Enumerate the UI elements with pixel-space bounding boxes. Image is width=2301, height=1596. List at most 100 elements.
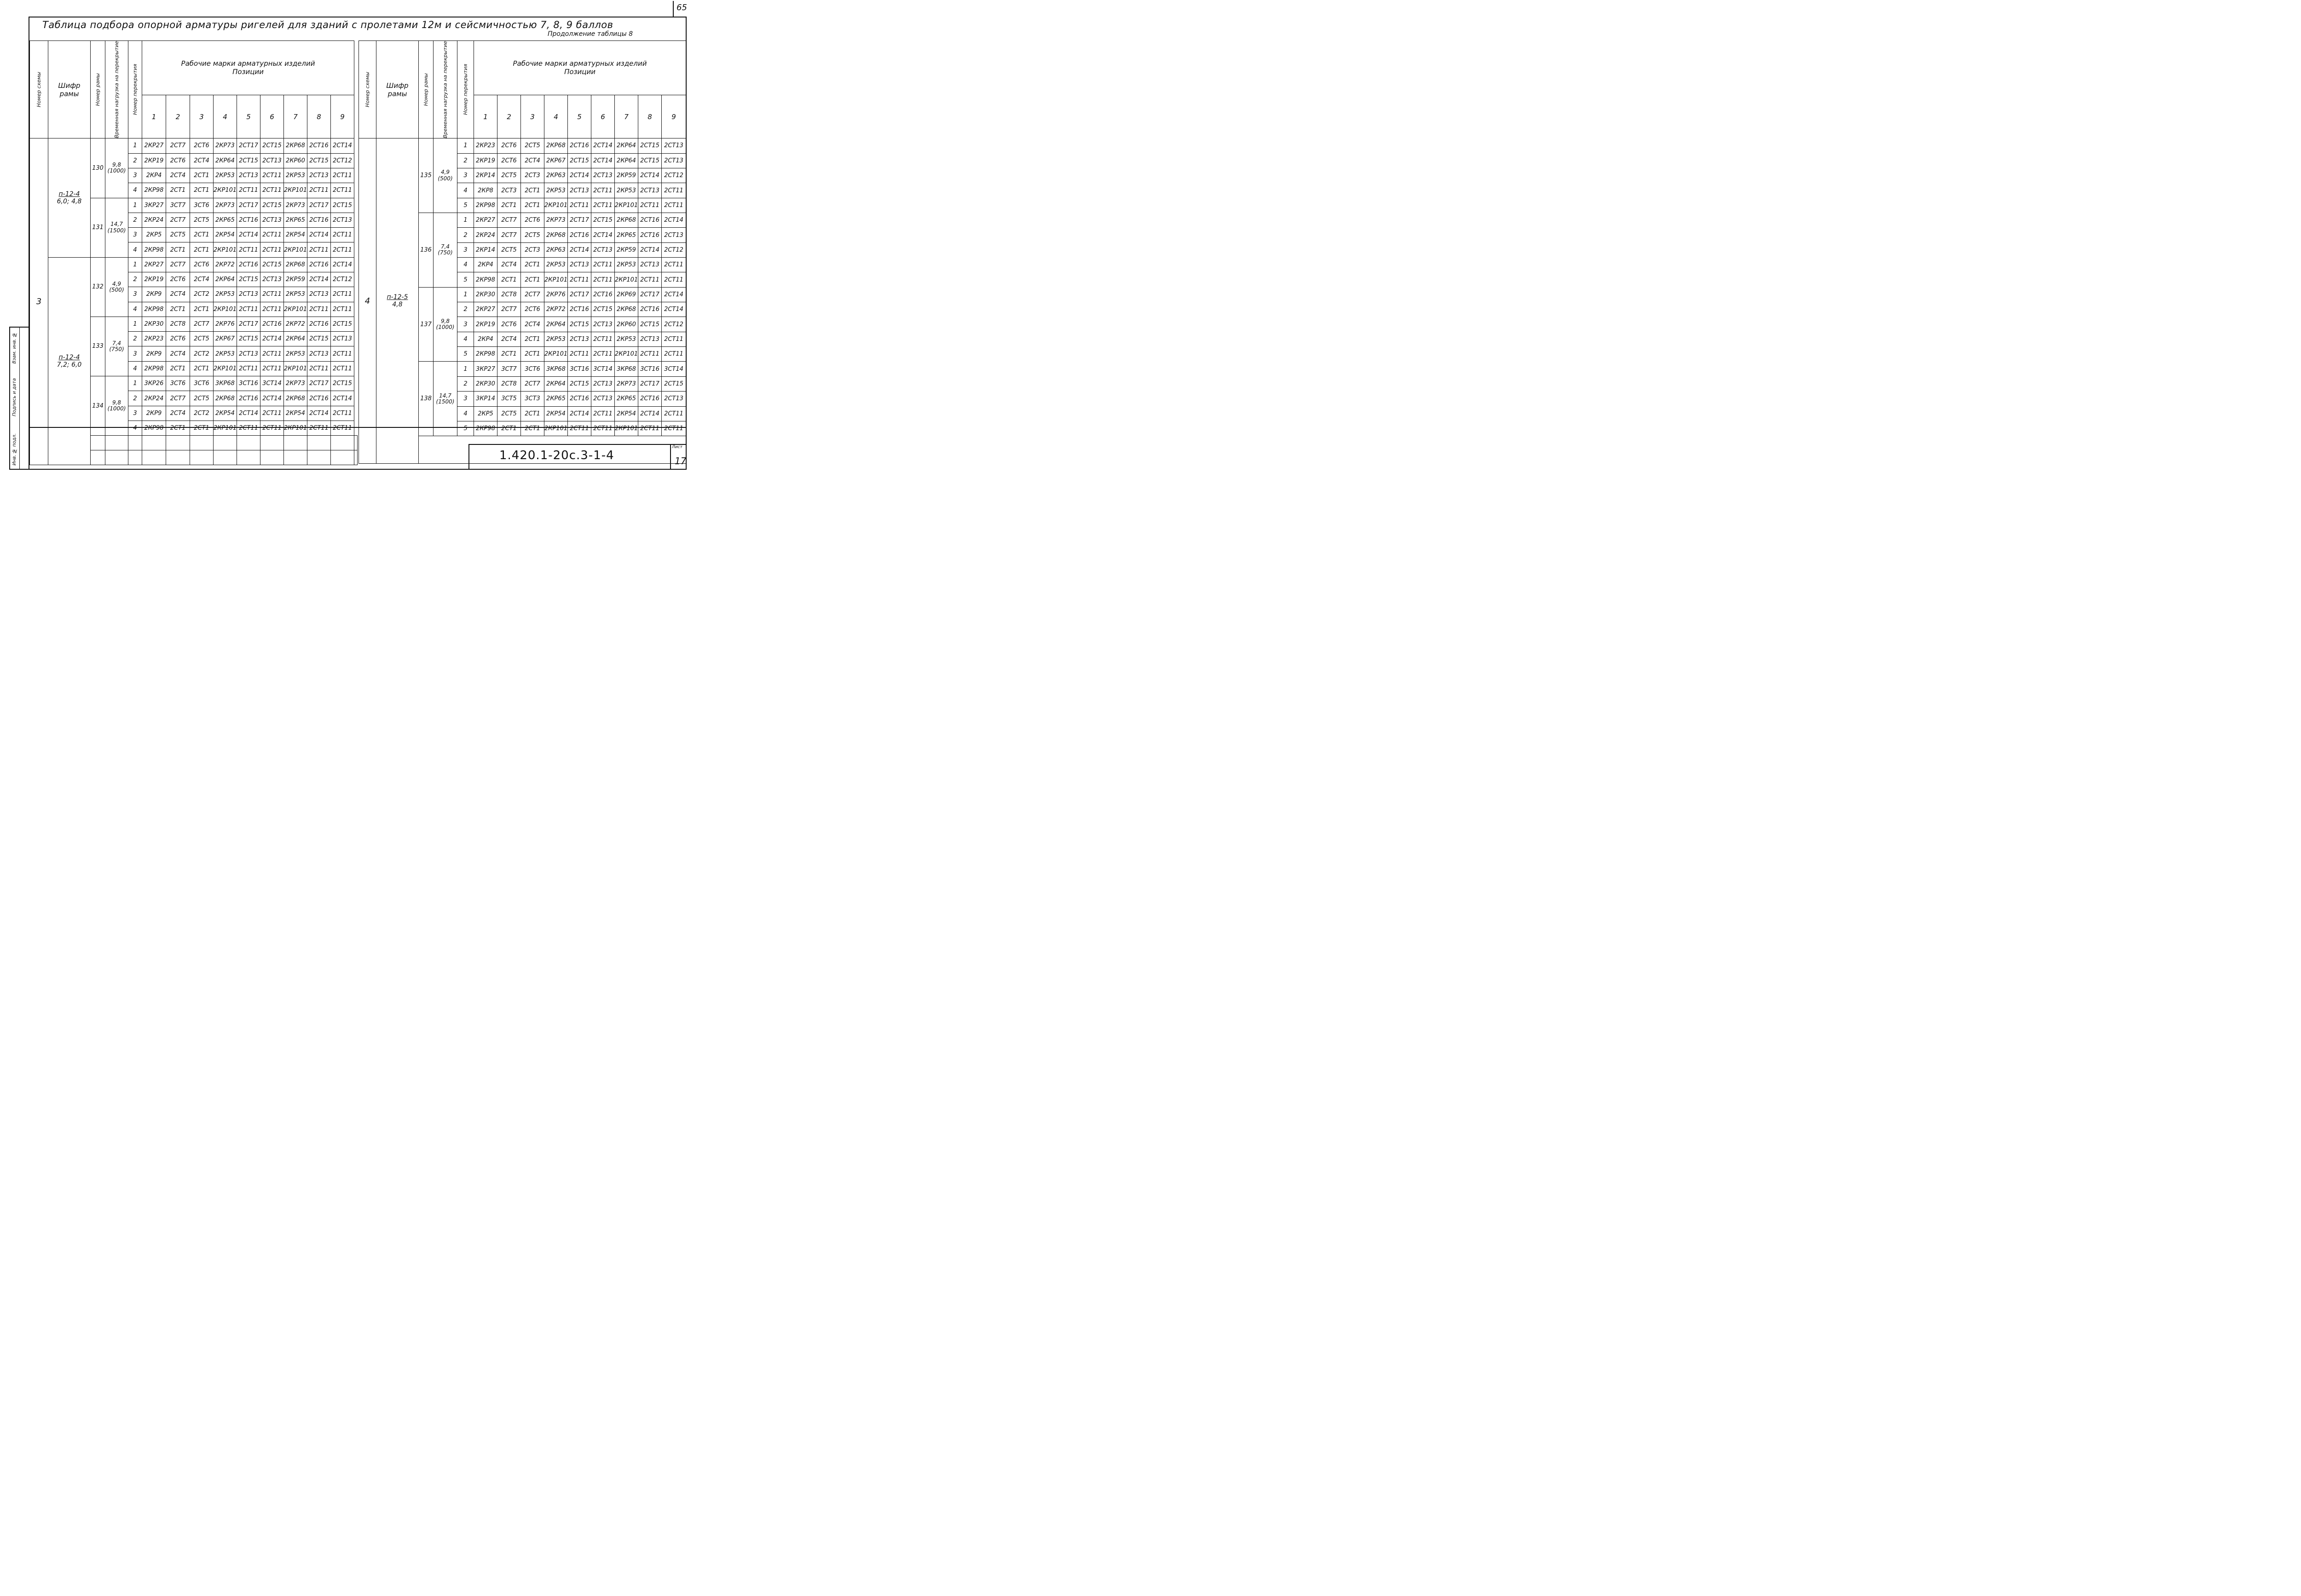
mark-cell: 2СТ11 [330, 301, 355, 317]
mark-cell: 2СТ1 [520, 272, 544, 288]
mark-cell: 2КР53 [614, 183, 638, 198]
header-temp-load-label: Временная нагрузка на перекрытие [113, 41, 120, 138]
mark-cell: 2СТ11 [591, 257, 615, 273]
mark-cell: 2СТ1 [190, 301, 214, 317]
mark-cell: 2СТ11 [591, 272, 615, 288]
header-schema-no-label: Номер схемы [364, 72, 370, 108]
mark-cell: 3КР68 [544, 361, 568, 377]
floor-number: 1 [128, 138, 142, 154]
empty-cell [260, 450, 284, 466]
empty-cell [330, 450, 355, 466]
mark-cell: 2СТ11 [638, 346, 662, 362]
mark-cell: 2КР101 [544, 272, 568, 288]
mark-cell: 2СТ17 [307, 197, 331, 213]
mark-cell: 2СТ13 [330, 331, 355, 347]
empty-row [30, 435, 358, 451]
floor-number: 1 [457, 361, 474, 377]
mark-cell: 3СТ6 [190, 376, 214, 392]
mark-cell: 2КР101 [213, 183, 237, 198]
table-subtitle: Продолжение таблицы 8 [548, 30, 633, 38]
mark-cell: 2СТ13 [661, 153, 687, 169]
mark-cell: 2СТ1 [520, 406, 544, 421]
header-schema-no: Номер схемы [29, 40, 48, 139]
temp-load-kgf: (750) [109, 346, 124, 352]
mark-cell: 2КР101 [283, 301, 307, 317]
mark-cell: 2КР65 [614, 391, 638, 407]
mark-cell: 2СТ17 [567, 213, 591, 228]
mark-cell: 2СТ8 [497, 287, 521, 303]
mark-cell: 2КР5 [142, 227, 166, 243]
mark-cell: 2КР76 [544, 287, 568, 303]
mark-cell: 2СТ13 [591, 167, 615, 184]
mark-cell: 2СТ11 [567, 421, 591, 437]
mark-cell: 2СТ11 [661, 272, 687, 288]
mark-cell: 2СТ16 [307, 257, 331, 272]
mark-cell: 2СТ2 [190, 405, 214, 421]
mark-cell: 2КР98 [142, 183, 166, 198]
mark-cell: 2СТ11 [661, 346, 687, 362]
frame-number: 130 [90, 138, 105, 198]
header-position-8: 8 [638, 94, 662, 139]
mark-cell: 2КР73 [213, 138, 237, 154]
floor-number: 3 [128, 287, 142, 302]
mark-cell: 2СТ13 [307, 287, 331, 302]
mark-cell: 2СТ1 [190, 183, 214, 198]
mark-cell: 2СТ11 [661, 197, 687, 213]
temp-load: 7,4(750) [105, 316, 128, 377]
page-number: 65 [673, 1, 690, 17]
mark-cell: 3КР27 [474, 361, 497, 377]
mark-cell: 2КР23 [474, 138, 497, 154]
mark-cell: 2СТ15 [307, 331, 331, 347]
floor-number: 4 [457, 331, 474, 347]
mark-cell: 3СТ16 [237, 376, 260, 392]
mark-cell: 2СТ11 [237, 301, 260, 317]
empty-cell [283, 435, 307, 451]
mark-cell: 2СТ11 [260, 361, 284, 377]
empty-cell [90, 450, 105, 466]
mark-cell: 2СТ1 [190, 227, 214, 243]
mark-cell: 2СТ16 [638, 227, 662, 243]
mark-cell: 2КР73 [544, 213, 568, 228]
mark-cell: 2СТ16 [638, 391, 662, 407]
mark-cell: 2СТ11 [591, 421, 615, 437]
mark-cell: 2СТ15 [567, 376, 591, 392]
mark-cell: 2СТ16 [638, 213, 662, 228]
mark-cell: 2КР19 [142, 271, 166, 288]
mark-cell: 2СТ6 [166, 153, 190, 168]
mark-cell: 2СТ6 [166, 331, 190, 347]
temp-load-kpa: 4,9 [440, 169, 450, 176]
mark-cell: 2КР64 [283, 331, 307, 347]
mark-cell: 2СТ14 [591, 138, 615, 154]
mark-cell: 2СТ15 [638, 138, 662, 154]
floor-number: 1 [128, 316, 142, 332]
mark-cell: 2СТ1 [520, 183, 544, 198]
mark-cell: 2КР4 [474, 331, 497, 347]
frame-number: 135 [418, 138, 434, 213]
empty-cell [213, 450, 237, 466]
sheet-label: Лист [672, 445, 682, 449]
mark-cell: 2СТ17 [237, 138, 260, 154]
floor-number: 4 [128, 420, 142, 436]
mark-cell: 2СТ13 [307, 346, 331, 362]
header-frame-no-label: Номер рамы [422, 73, 429, 106]
floor-number: 5 [457, 421, 474, 437]
mark-cell: 2СТ11 [260, 287, 284, 302]
frame-number: 133 [90, 316, 105, 377]
floor-number: 4 [128, 361, 142, 377]
temp-load: 4,9(500) [433, 138, 457, 213]
mark-cell: 2СТ11 [330, 167, 355, 184]
header-floor-no: Номер перекрытия [128, 40, 142, 139]
mark-cell: 2СТ5 [166, 227, 190, 243]
mark-cell: 2КР54 [283, 227, 307, 243]
mark-cell: 2КР9 [142, 405, 166, 421]
temp-load-kgf: (1000) [107, 167, 126, 174]
header-position-7: 7 [614, 94, 638, 139]
empty-cell [190, 450, 214, 466]
